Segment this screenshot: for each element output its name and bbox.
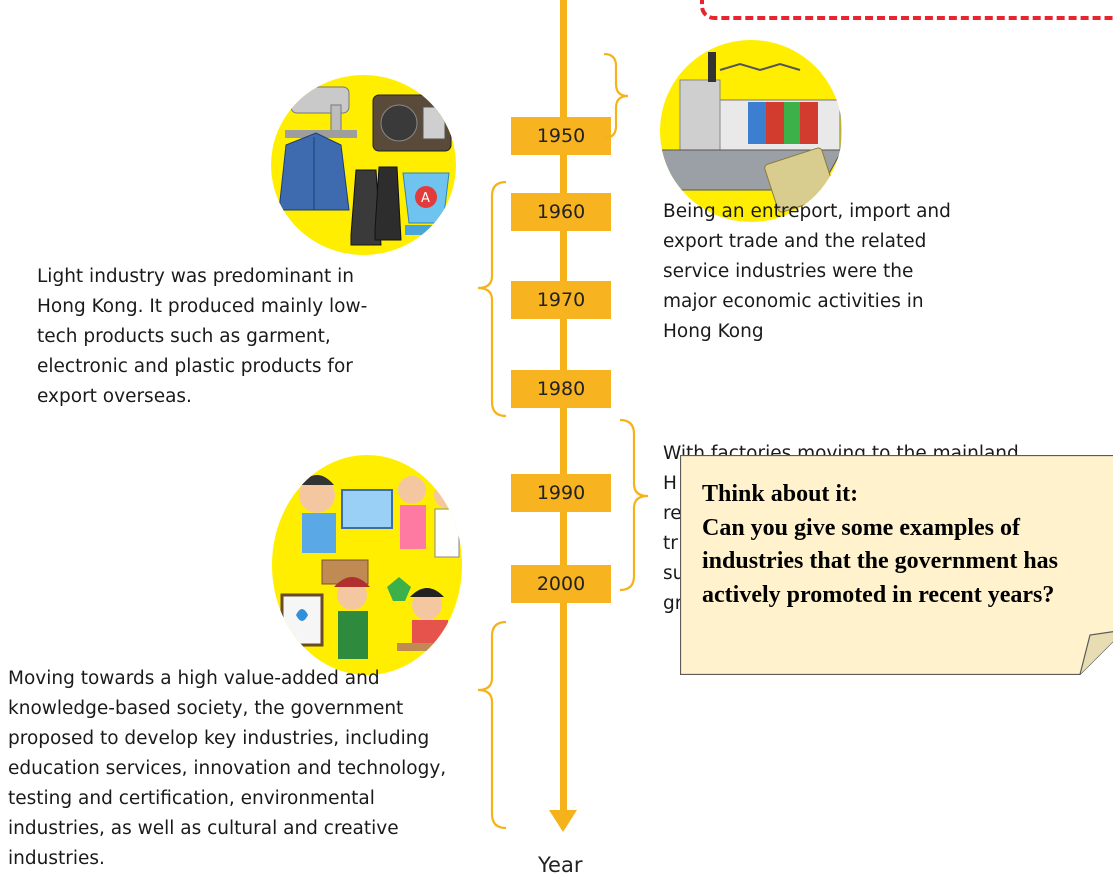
- year-box-2000: 2000: [511, 565, 611, 603]
- timeline-arrowhead: [549, 810, 577, 832]
- entrepot-description: Being an entreport, import and export tr…: [663, 201, 951, 342]
- brace-1950: [603, 52, 629, 140]
- top-dashed-frame: [700, 0, 1113, 20]
- light-industry-description: Light industry was predominant in Hong K…: [37, 266, 368, 407]
- year-box-1980: 1980: [511, 370, 611, 408]
- callout-body: Can you give some examples of industries…: [702, 514, 1059, 608]
- brace-1960-1980: [477, 180, 507, 418]
- year-box-1950: 1950: [511, 117, 611, 155]
- brace-2000-onward: [477, 620, 507, 830]
- light-industry-illustration: A: [271, 75, 456, 255]
- callout-box: [680, 455, 1113, 675]
- service-industries-illustration: [272, 455, 462, 675]
- entrepot-illustration: [660, 40, 842, 222]
- year-box-1990: 1990: [511, 474, 611, 512]
- high-value-description: Moving towards a high value-added and kn…: [8, 668, 447, 869]
- callout-title: Think about it:: [702, 481, 859, 507]
- svg-text:A: A: [421, 191, 430, 206]
- brace-1990-2000: [619, 418, 649, 592]
- year-box-1960: 1960: [511, 193, 611, 231]
- year-box-1970: 1970: [511, 281, 611, 319]
- callout-content: Think about it: Can you give some exampl…: [702, 478, 1112, 612]
- axis-label: Year: [538, 853, 583, 877]
